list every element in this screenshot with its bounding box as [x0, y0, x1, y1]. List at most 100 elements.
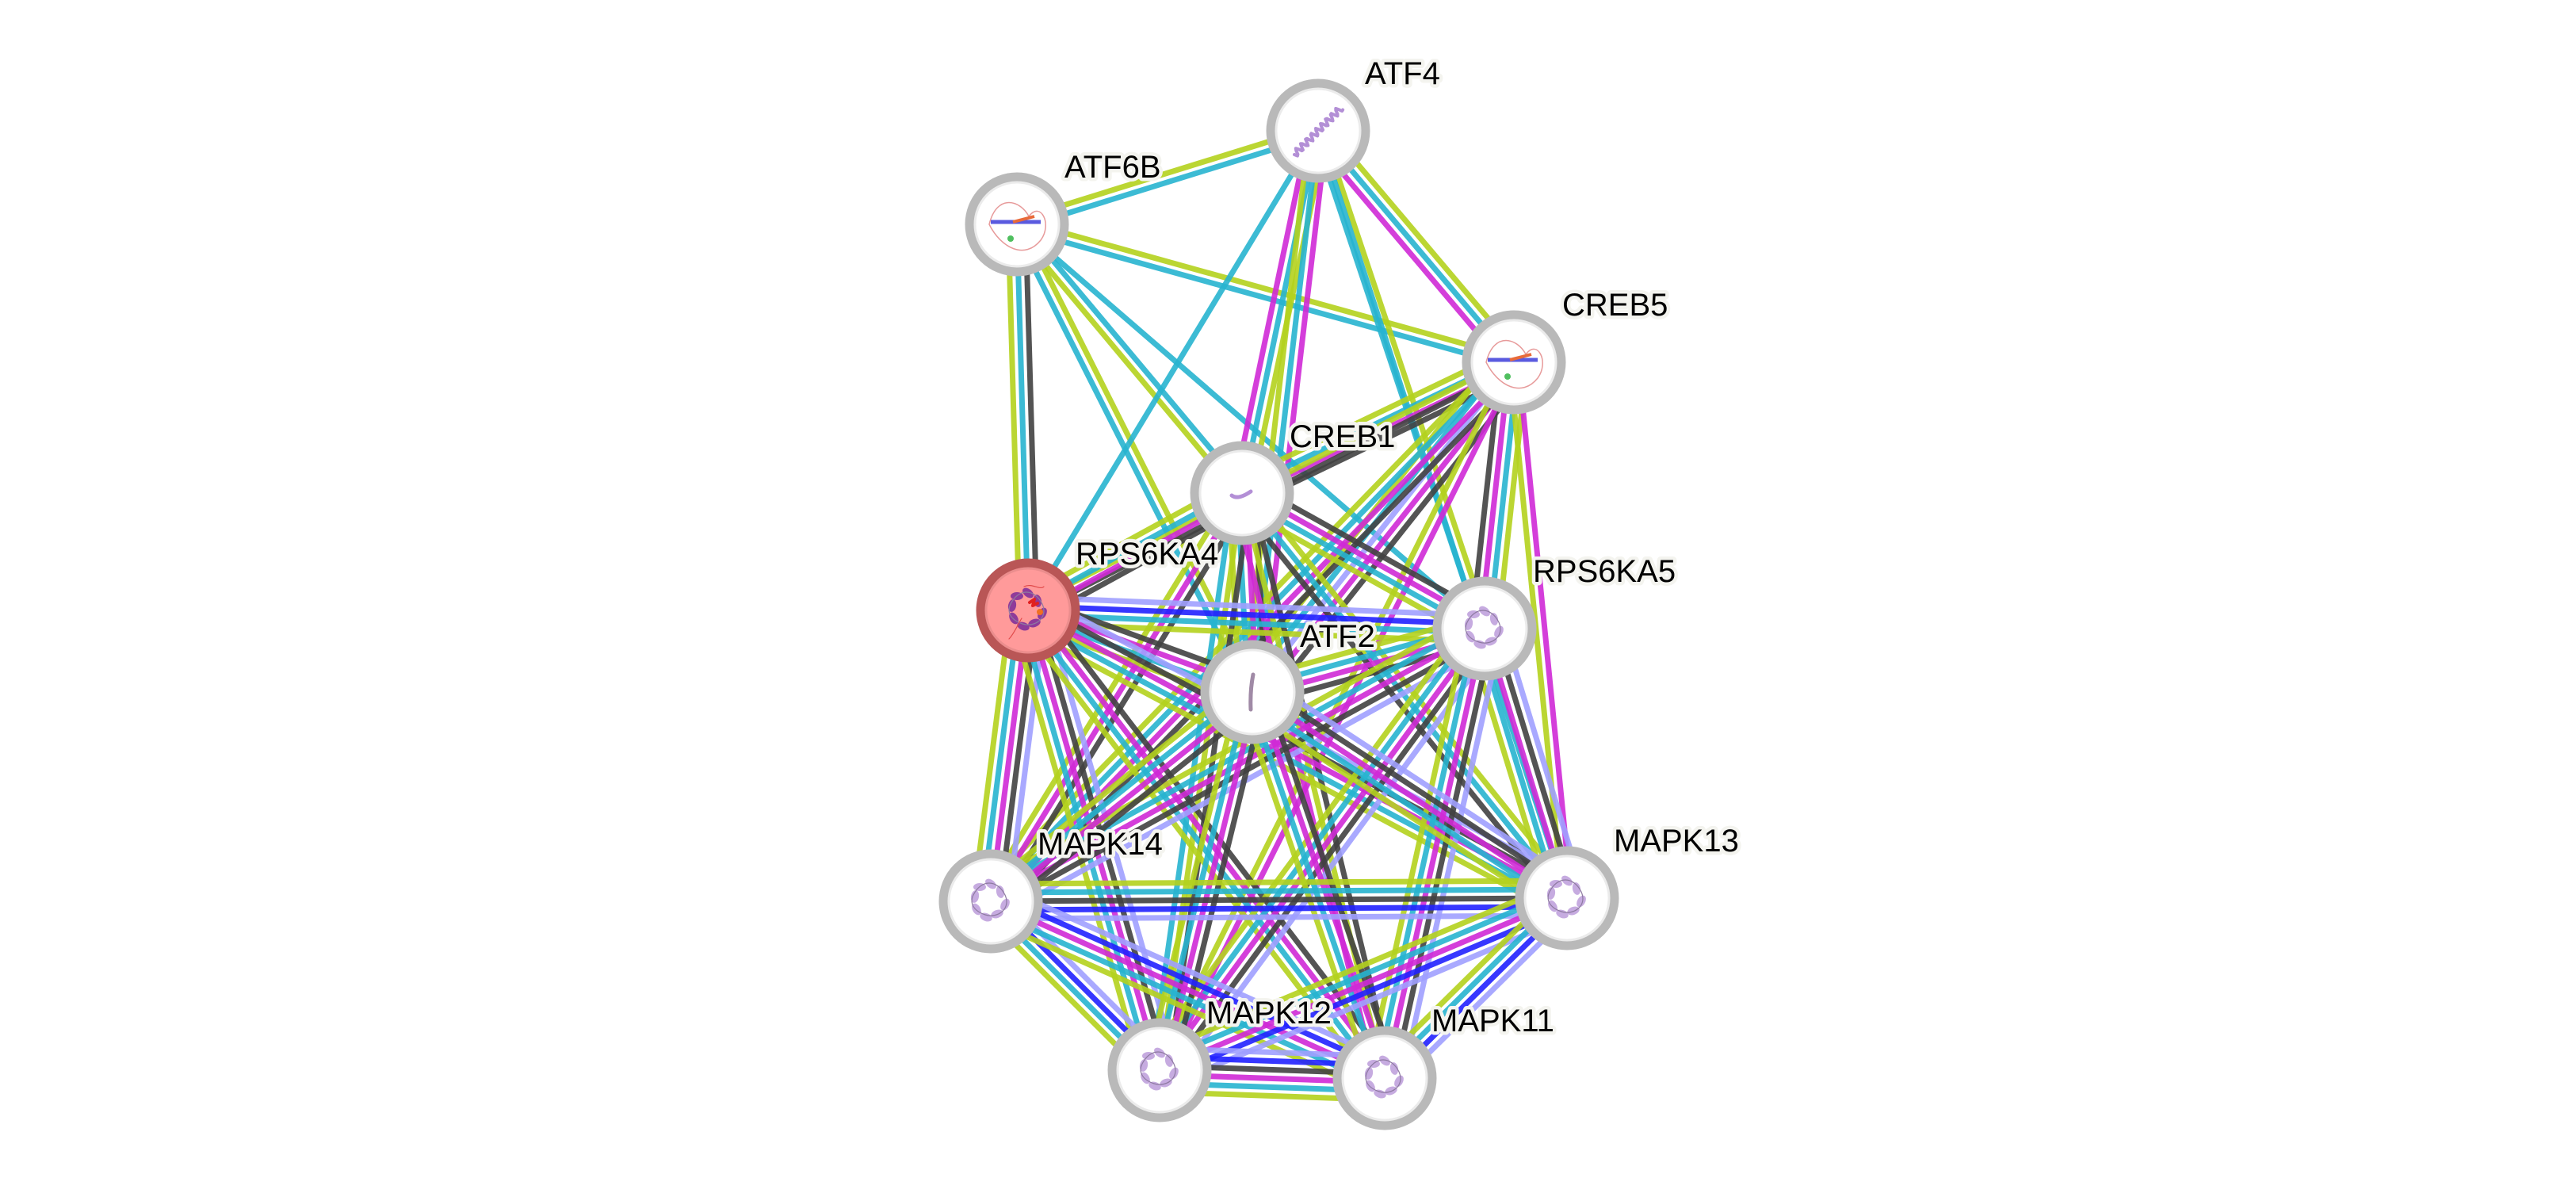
- node-rps6ka4[interactable]: [976, 558, 1080, 663]
- edge-line-experimental: [1230, 494, 1379, 1081]
- edge-line-cooccurrence: [991, 904, 1568, 913]
- edge-line-experimental: [1382, 628, 1488, 1079]
- node-label-mapk11[interactable]: MAPK11: [1428, 1000, 1558, 1042]
- edge-line-curated: [1245, 692, 1384, 1080]
- edge-line-curated: [1246, 697, 1564, 908]
- edge-line-curated: [1027, 611, 1485, 636]
- helix-structure-icon: [1229, 489, 1253, 499]
- node-mapk12[interactable]: [1107, 1018, 1212, 1122]
- node-label-rps6ka5[interactable]: RPS6KA5: [1530, 551, 1680, 593]
- edge-line-coexpression: [1248, 490, 1397, 1077]
- node-atf4[interactable]: [1266, 78, 1370, 183]
- node-inner-shade: [947, 858, 1034, 945]
- kinase-structure-icon: [1546, 875, 1586, 919]
- edge-line-curated: [1026, 129, 1320, 612]
- edge-line-coexpression: [1256, 682, 1573, 893]
- node-label-atf4[interactable]: ATF4: [1362, 53, 1444, 95]
- node-inner-shade: [973, 181, 1061, 268]
- edge-line-textmining: [1018, 623, 1561, 916]
- edge-line-coexpression: [993, 633, 1491, 912]
- edge-atf4-rps6ka4[interactable]: [1026, 129, 1320, 612]
- edge-line-homology: [1028, 595, 1485, 619]
- domain-icon: [1007, 235, 1014, 242]
- edge-line-experimental: [1025, 610, 1163, 1071]
- edge-line-experimental: [988, 491, 1244, 903]
- node-inner-shade: [1209, 648, 1296, 736]
- edge-line-curated: [1018, 220, 1248, 492]
- node-atf2[interactable]: [1200, 640, 1305, 744]
- helix-structure-icon: [1012, 215, 1035, 224]
- node-label-mapk13[interactable]: MAPK13: [1611, 820, 1743, 862]
- node-mapk11[interactable]: [1332, 1026, 1437, 1130]
- edge-line-textmining: [1005, 224, 1022, 611]
- edge-line-experimental: [1258, 131, 1330, 694]
- edge-atf6b-atf4[interactable]: [1015, 124, 1320, 231]
- node-circle[interactable]: [1107, 1018, 1212, 1122]
- node-inner-shade: [1198, 449, 1286, 537]
- edge-atf6b-creb5[interactable]: [1015, 217, 1516, 369]
- kinase-structure-icon: [1007, 584, 1047, 640]
- edge-line-experimental: [1158, 895, 1569, 1073]
- node-circle[interactable]: [1515, 846, 1619, 950]
- node-circle[interactable]: [1332, 1026, 1437, 1130]
- edge-line-textmining: [1240, 129, 1313, 692]
- kinase-structure-icon: [1464, 606, 1504, 649]
- edge-line-textmining: [1152, 879, 1561, 1057]
- edge-line-coexpression: [1022, 224, 1040, 610]
- node-atf6b[interactable]: [965, 172, 1069, 277]
- edge-line-coexpression: [990, 895, 1568, 904]
- helix-structure-icon: [1248, 672, 1256, 712]
- edge-line-textmining: [1015, 616, 1377, 1088]
- node-circle[interactable]: [965, 172, 1069, 277]
- edge-atf6b-rps6ka4[interactable]: [1005, 224, 1040, 611]
- node-circle[interactable]: [976, 558, 1080, 663]
- node-creb5[interactable]: [1462, 310, 1566, 415]
- edge-atf2-mapk14[interactable]: [980, 679, 1263, 914]
- edge-line-textmining: [1365, 624, 1470, 1075]
- node-inner-shade: [1116, 1027, 1203, 1114]
- edge-line-textmining: [1011, 225, 1241, 498]
- edge-atf6b-creb1[interactable]: [1011, 220, 1248, 498]
- node-label-creb5[interactable]: CREB5: [1559, 285, 1672, 327]
- node-circle[interactable]: [938, 849, 1043, 954]
- edge-line-homology: [991, 912, 1568, 922]
- edge-line-curated: [1010, 224, 1252, 696]
- edge-rps6ka5-mapk11[interactable]: [1365, 624, 1504, 1083]
- node-circle[interactable]: [1432, 576, 1537, 681]
- node-circle[interactable]: [1462, 310, 1566, 415]
- edge-line-experimental: [992, 693, 1257, 908]
- domain-icon: [1504, 373, 1511, 380]
- edge-line-coexpression: [997, 700, 1263, 914]
- nodes-layer: [938, 78, 1619, 1130]
- node-inner-shade: [1341, 1034, 1428, 1122]
- node-mapk14[interactable]: [938, 849, 1043, 954]
- disordered-region-icon: [988, 201, 1046, 251]
- node-label-atf2[interactable]: ATF2: [1297, 616, 1379, 658]
- edge-line-cooccurrence: [993, 890, 1389, 1073]
- edge-mapk14-mapk13[interactable]: [990, 878, 1568, 922]
- edge-line-curated: [990, 886, 1567, 896]
- node-label-mapk14[interactable]: MAPK14: [1034, 824, 1167, 866]
- edge-line-textmining: [980, 679, 1246, 893]
- node-creb1[interactable]: [1190, 441, 1294, 545]
- edge-line-textmining: [990, 878, 1567, 887]
- node-label-creb1[interactable]: CREB1: [1286, 416, 1399, 458]
- node-label-mapk12[interactable]: MAPK12: [1203, 992, 1336, 1034]
- node-label-atf6b[interactable]: ATF6B: [1061, 147, 1165, 189]
- edge-line-coexpression: [996, 495, 1252, 908]
- node-mapk13[interactable]: [1515, 846, 1619, 950]
- node-inner-shade: [1523, 855, 1611, 942]
- helix-structure-icon: [1293, 106, 1345, 158]
- node-rps6ka5[interactable]: [1432, 576, 1537, 681]
- node-label-rps6ka4[interactable]: RPS6KA4: [1072, 533, 1222, 576]
- edge-line-textmining: [1319, 128, 1492, 629]
- edge-line-homology: [1399, 632, 1504, 1083]
- node-circle[interactable]: [1190, 441, 1294, 545]
- edge-line-textmining: [1017, 217, 1516, 361]
- edge-line-curated: [1373, 625, 1479, 1077]
- edge-line-curated: [1239, 130, 1321, 494]
- edge-line-cooccurrence: [1028, 603, 1485, 628]
- node-inner-shade: [1470, 319, 1557, 406]
